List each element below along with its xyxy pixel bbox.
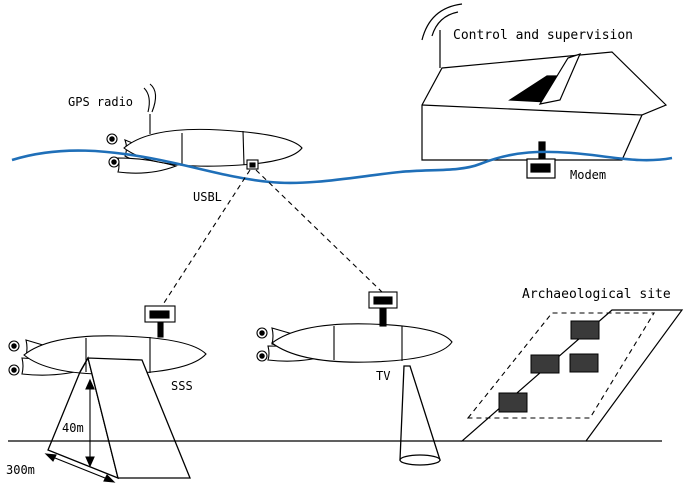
dimension-40m [85, 378, 95, 468]
control-label: Control and supervision [453, 28, 633, 43]
camera-cone-icon [399, 365, 441, 466]
modem-icon [526, 141, 556, 179]
ship-antenna-arc-2 [421, 3, 463, 41]
site-object-3 [569, 353, 599, 373]
tv-transponder-mast [379, 305, 387, 327]
surface-vehicle-body [123, 128, 303, 167]
site-object-2 [530, 354, 560, 374]
surface-vehicle-thruster-bottom [117, 157, 178, 174]
site-boundary [466, 312, 655, 419]
sss-vehicle [8, 305, 207, 376]
label-40m: 40m [62, 421, 84, 435]
archaeological-site [460, 309, 684, 442]
surface-vehicle [106, 83, 303, 174]
sonar-swath-icon [47, 356, 191, 480]
usbl-label: USBL [193, 190, 222, 204]
label-300m: 300m [6, 463, 35, 477]
tv-vehicle [256, 291, 453, 363]
ship-hull [421, 51, 668, 161]
tv-vehicle-body [271, 323, 453, 363]
gps-arc-1 [143, 87, 150, 113]
ship-antenna-arc-1 [431, 11, 459, 37]
archaeological-site-label: Archaeological site [522, 287, 671, 302]
ship-console-panel [538, 53, 582, 105]
gps-arc-2 [149, 83, 157, 113]
gps-label: GPS radio [68, 95, 133, 109]
site-object-1 [570, 320, 600, 340]
site-object-4 [498, 392, 528, 413]
sss-label: SSS [171, 379, 193, 393]
support-ship [421, 3, 668, 161]
modem-label: Modem [570, 168, 606, 182]
tv-label: TV [376, 369, 390, 383]
surface-vehicle-band-2 [242, 130, 245, 166]
dimension-300m [44, 453, 116, 483]
ship-deck-edge [421, 104, 643, 116]
acoustic-link-tv [255, 169, 383, 293]
water-surface [11, 149, 673, 185]
sss-vehicle-body [23, 335, 207, 375]
